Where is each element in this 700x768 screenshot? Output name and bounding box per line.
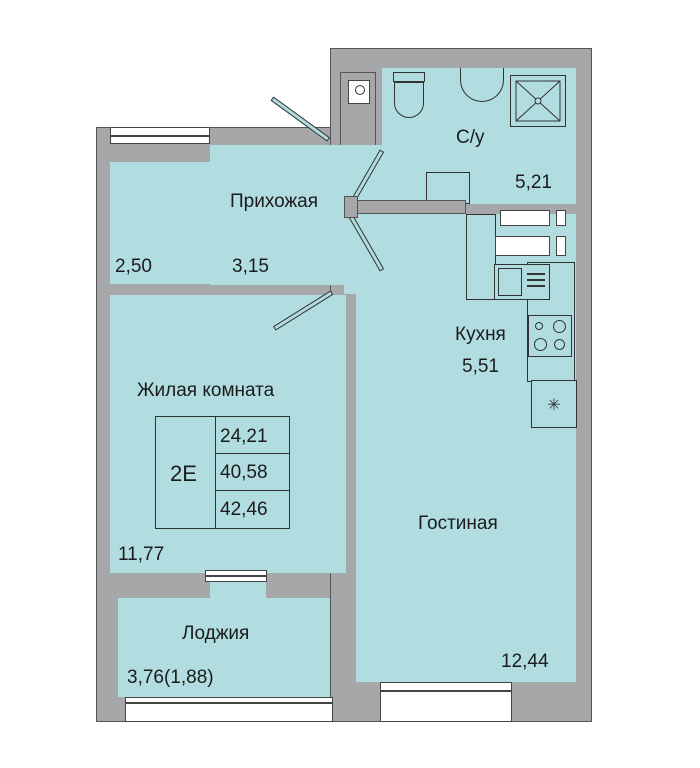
bathroom-label: С/у [456,127,485,148]
vent-box-1 [500,210,550,226]
guest-room-area: 12,44 [501,651,549,672]
loggia-label: Лоджия [182,623,250,644]
room-storage [110,162,210,284]
hallway-area: 3,15 [232,256,269,277]
shower-icon [510,75,566,127]
room-hallway-upper [220,145,370,205]
apartment-type-cell: 2Е [156,417,216,528]
window-guest-room [380,682,512,722]
room-living [110,295,346,573]
window-loggia [125,697,333,722]
kitchen-area: 5,51 [462,356,499,377]
apartment-info-box: 2Е 24,21 40,58 42,46 [155,416,290,529]
vent-box-4 [556,236,566,256]
vent-box-2 [556,210,566,226]
guest-room-label: Гостиная [418,513,498,534]
kitchen-label: Кухня [455,324,506,345]
room-bathroom-left [358,145,388,205]
kitchen-counter [466,214,496,300]
window-storage [110,127,210,144]
fridge-icon: ✳ [531,380,577,428]
apartment-type: 2Е [170,461,197,486]
storage-area: 2,50 [115,256,152,277]
stove-icon [528,315,572,357]
hall-partition-stub [344,196,358,218]
toilet-icon [393,72,425,82]
hall-partition [344,200,466,214]
toilet-bowl-icon [394,82,424,118]
total-area-loggia-cell: 42,46 [216,491,289,528]
sink-icon [494,264,550,300]
total-area-loggia-value: 42,46 [220,499,268,520]
vent-box-3 [495,236,550,256]
bathroom-area: 5,21 [515,172,552,193]
total-area-value: 40,58 [220,462,268,483]
loggia-area: 3,76(1,88) [127,667,214,688]
living-area-value: 24,21 [220,426,268,447]
room-loggia [118,598,330,697]
hallway-label: Прихожая [230,191,319,212]
shaft-meter-icon [348,80,370,104]
living-room-label: Жилая комната [137,380,275,401]
living-room-area: 11,77 [118,544,165,565]
washer-icon [426,172,470,204]
living-area-cell: 24,21 [216,417,289,454]
window-loggia-door [205,570,267,582]
total-area-cell: 40,58 [216,454,289,491]
